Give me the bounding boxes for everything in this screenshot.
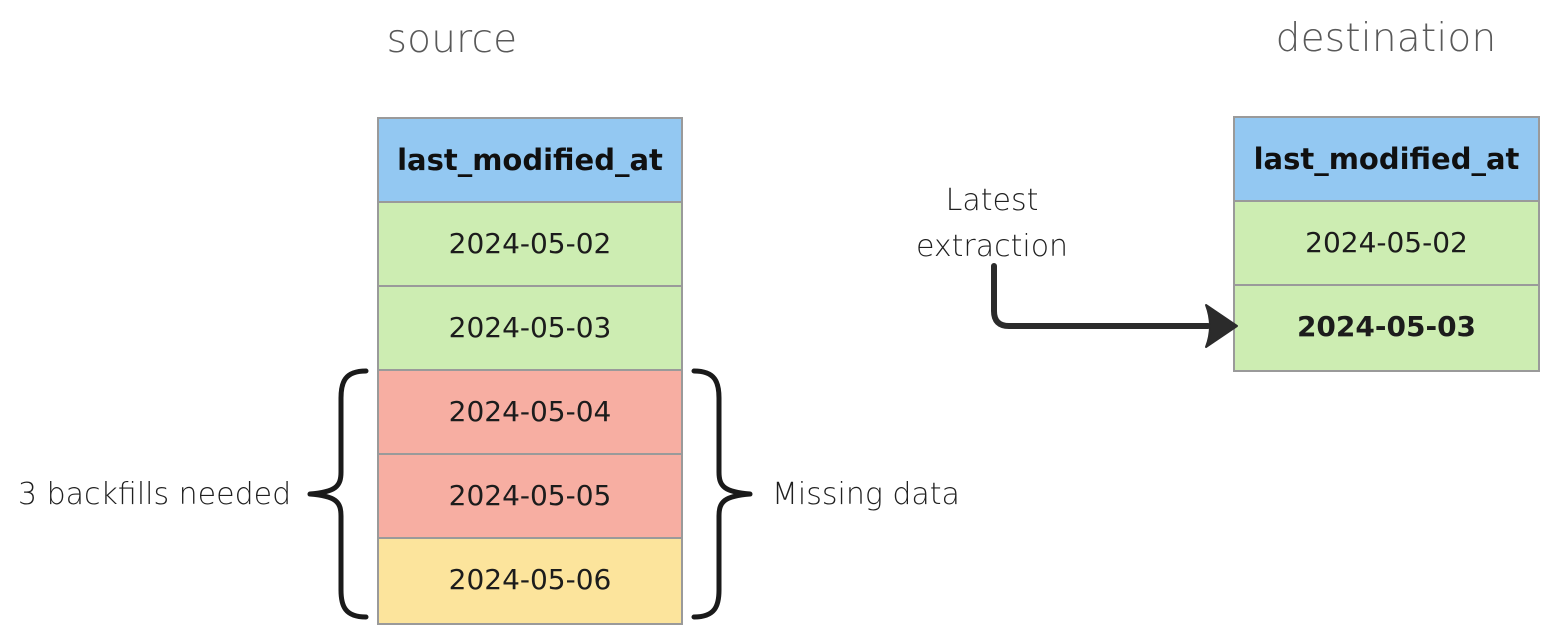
latest-extraction-line-1: Latest bbox=[945, 183, 1039, 218]
source-table: last_modified_at 2024-05-02 2024-05-03 2… bbox=[377, 117, 683, 625]
left-brace-icon bbox=[307, 368, 369, 620]
latest-extraction-label: Latest extraction bbox=[872, 178, 1112, 270]
extraction-arrow-line bbox=[991, 263, 1211, 329]
source-row-2024-05-04: 2024-05-04 bbox=[379, 371, 681, 455]
destination-table-header: last_modified_at bbox=[1235, 118, 1538, 202]
backfills-needed-label: 3 backfills needed bbox=[18, 477, 292, 512]
source-title: source bbox=[386, 17, 518, 62]
latest-extraction-line-2: extraction bbox=[915, 229, 1069, 264]
missing-data-label: Missing data bbox=[772, 477, 960, 512]
destination-row-2024-05-02: 2024-05-02 bbox=[1235, 202, 1538, 286]
source-row-2024-05-03: 2024-05-03 bbox=[379, 287, 681, 371]
destination-title: destination bbox=[1275, 16, 1497, 61]
destination-table: last_modified_at 2024-05-02 2024-05-03 bbox=[1233, 116, 1540, 372]
destination-row-2024-05-03: 2024-05-03 bbox=[1235, 286, 1538, 370]
source-row-2024-05-05: 2024-05-05 bbox=[379, 455, 681, 539]
right-brace-icon bbox=[691, 368, 753, 620]
source-row-2024-05-02: 2024-05-02 bbox=[379, 203, 681, 287]
source-table-header: last_modified_at bbox=[379, 119, 681, 203]
source-row-2024-05-06: 2024-05-06 bbox=[379, 539, 681, 623]
